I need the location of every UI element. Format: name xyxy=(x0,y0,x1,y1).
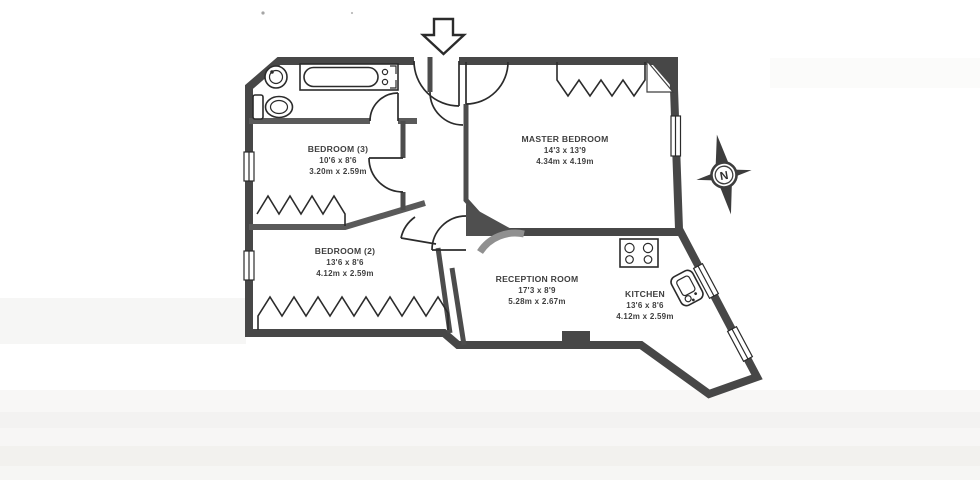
room-name: RECEPTION ROOM xyxy=(496,274,579,284)
wall-wedge xyxy=(466,204,524,236)
kitchen-fixtures xyxy=(619,238,704,307)
reception-door xyxy=(431,215,467,251)
wardrobe-bedroom2 xyxy=(257,295,449,330)
room-name: MASTER BEDROOM xyxy=(521,134,608,144)
room-label-bedroom-3: BEDROOM (3) 10'6 x 8'6 3.20m x 2.59m xyxy=(308,144,369,176)
bedroom3-door xyxy=(368,157,404,193)
room-label-bedroom-2: BEDROOM (2) 13'6 x 8'6 4.12m x 2.59m xyxy=(315,246,376,278)
outer-walls xyxy=(245,57,763,399)
room-size-metric: 4.34m x 4.19m xyxy=(536,157,594,166)
room-name: KITCHEN xyxy=(625,289,665,299)
windows xyxy=(243,115,754,363)
room-label-reception-room: RECEPTION ROOM 17'3 x 8'9 5.28m x 2.67m xyxy=(496,274,579,306)
room-size-imperial: 13'6 x 8'6 xyxy=(626,301,664,310)
room-label-master-bedroom: MASTER BEDROOM 14'3 x 13'9 4.34m x 4.19m xyxy=(521,134,608,166)
basin-icon xyxy=(264,65,288,89)
room-size-metric: 4.12m x 2.59m xyxy=(316,269,374,278)
room-name: BEDROOM (2) xyxy=(315,246,376,256)
room-size-metric: 3.20m x 2.59m xyxy=(309,167,367,176)
window-bedroom3 xyxy=(243,151,255,182)
room-size-metric: 5.28m x 2.67m xyxy=(508,297,566,306)
room-size-imperial: 17'3 x 8'9 xyxy=(518,286,556,295)
master-bedroom-door xyxy=(465,61,509,105)
bathroom-fixtures xyxy=(252,63,399,120)
hall-door xyxy=(429,91,464,126)
bedroom2-door xyxy=(400,216,437,245)
interior-walls xyxy=(249,57,681,346)
stove-hob-icon xyxy=(619,238,659,268)
chamfered-corner xyxy=(646,59,675,93)
bathtub-icon xyxy=(299,63,399,91)
room-size-imperial: 13'6 x 8'6 xyxy=(326,258,364,267)
door-shadow-arc xyxy=(477,229,525,255)
bathroom-door xyxy=(369,92,399,122)
room-size-imperial: 10'6 x 8'6 xyxy=(319,156,357,165)
corner-fill xyxy=(646,57,678,94)
toilet-icon xyxy=(252,94,294,120)
room-label-kitchen: KITCHEN 13'6 x 8'6 4.12m x 2.59m xyxy=(616,289,674,321)
window-bedroom2 xyxy=(243,250,255,281)
wardrobe-bedroom3 xyxy=(256,194,346,226)
window-kitchen-2 xyxy=(726,325,754,363)
scan-artifacts xyxy=(0,11,980,480)
room-name: BEDROOM (3) xyxy=(308,144,369,154)
chimney-breast xyxy=(562,331,590,341)
compass-north-icon: N xyxy=(696,134,752,215)
wardrobes xyxy=(256,62,646,330)
window-kitchen-1 xyxy=(692,262,720,300)
window-master xyxy=(670,115,682,157)
wardrobe-master xyxy=(556,62,646,98)
kitchen-sink-icon xyxy=(670,269,704,307)
doors xyxy=(368,60,509,251)
entrance-arrow-icon xyxy=(419,17,468,56)
compass-label: N xyxy=(719,170,730,183)
room-size-imperial: 14'3 x 13'9 xyxy=(544,146,586,155)
room-size-metric: 4.12m x 2.59m xyxy=(616,312,674,321)
entrance-door xyxy=(413,60,460,107)
